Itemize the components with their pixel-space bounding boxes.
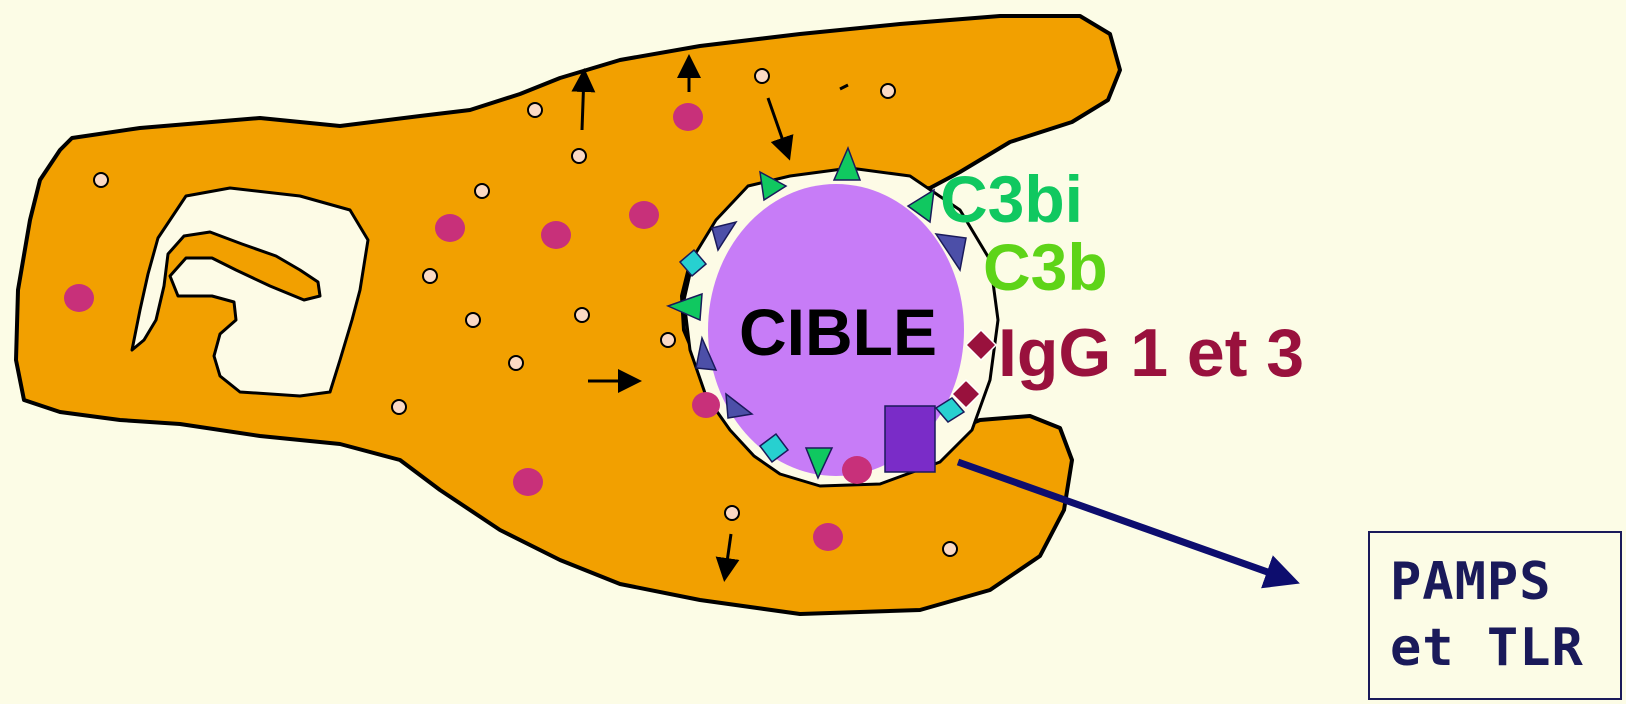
vesicle [466, 313, 480, 327]
igg-label: IgG 1 et 3 [998, 315, 1304, 391]
granule [513, 468, 543, 496]
granule [813, 523, 843, 551]
granule [692, 392, 720, 418]
granule [435, 214, 465, 242]
pamp-receptor [885, 406, 935, 472]
target-label: CIBLE [739, 295, 937, 369]
vesicle [392, 400, 406, 414]
c3bi-label: C3bi [940, 162, 1083, 236]
vesicle [661, 333, 675, 347]
granule [541, 221, 571, 249]
vesicle [509, 356, 523, 370]
vesicle [475, 184, 489, 198]
vesicle [755, 69, 769, 83]
vesicle [423, 269, 437, 283]
arrow [582, 74, 584, 130]
tlr-label: et TLR [1390, 615, 1620, 681]
vesicle [94, 173, 108, 187]
pamps-label: PAMPS [1390, 549, 1620, 615]
granule [629, 201, 659, 229]
granule [64, 284, 94, 312]
pamps-tlr-box: PAMPS et TLR [1368, 531, 1622, 700]
c3b-label: C3b [983, 230, 1108, 304]
vesicle [943, 542, 957, 556]
granule [842, 456, 872, 484]
vesicle [725, 506, 739, 520]
vesicle [575, 308, 589, 322]
granule [673, 103, 703, 131]
vesicle [528, 103, 542, 117]
vesicle [572, 149, 586, 163]
vesicle [881, 84, 895, 98]
